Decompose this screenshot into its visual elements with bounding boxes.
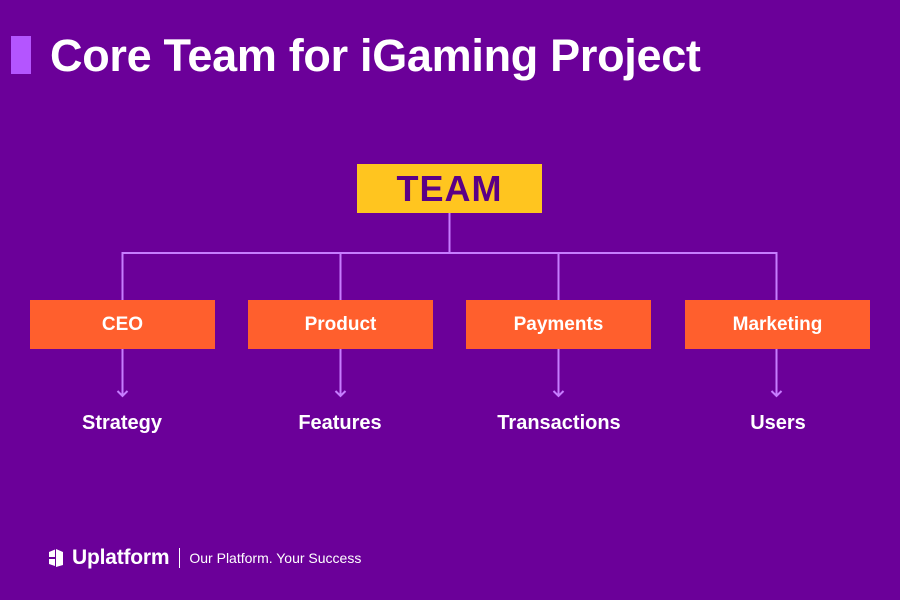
arrowhead-payments [552, 390, 565, 398]
brand-tagline: Our Platform. Your Success [189, 550, 362, 566]
arrowhead-marketing [770, 390, 783, 398]
uplatform-logo-icon [49, 549, 63, 567]
outcome-users: Users [750, 412, 806, 434]
arrowhead-ceo [116, 390, 129, 398]
outcome-features: Features [298, 412, 382, 434]
arrowhead-product [334, 390, 347, 398]
title-accent-bar [11, 36, 31, 74]
role-box-product: Product [248, 300, 433, 349]
brand-name: Uplatform [72, 546, 170, 569]
footer-branding: Uplatform Our Platform. Your Success [46, 543, 361, 573]
outcome-transactions: Transactions [497, 412, 621, 434]
page-title: Core Team for iGaming Project [50, 30, 701, 81]
role-box-ceo: CEO [30, 300, 215, 349]
role-box-marketing: Marketing [685, 300, 870, 349]
role-box-payments: Payments [466, 300, 651, 349]
team-root-box: TEAM [357, 164, 542, 213]
outcome-strategy: Strategy [81, 412, 163, 434]
footer-divider [179, 548, 181, 568]
